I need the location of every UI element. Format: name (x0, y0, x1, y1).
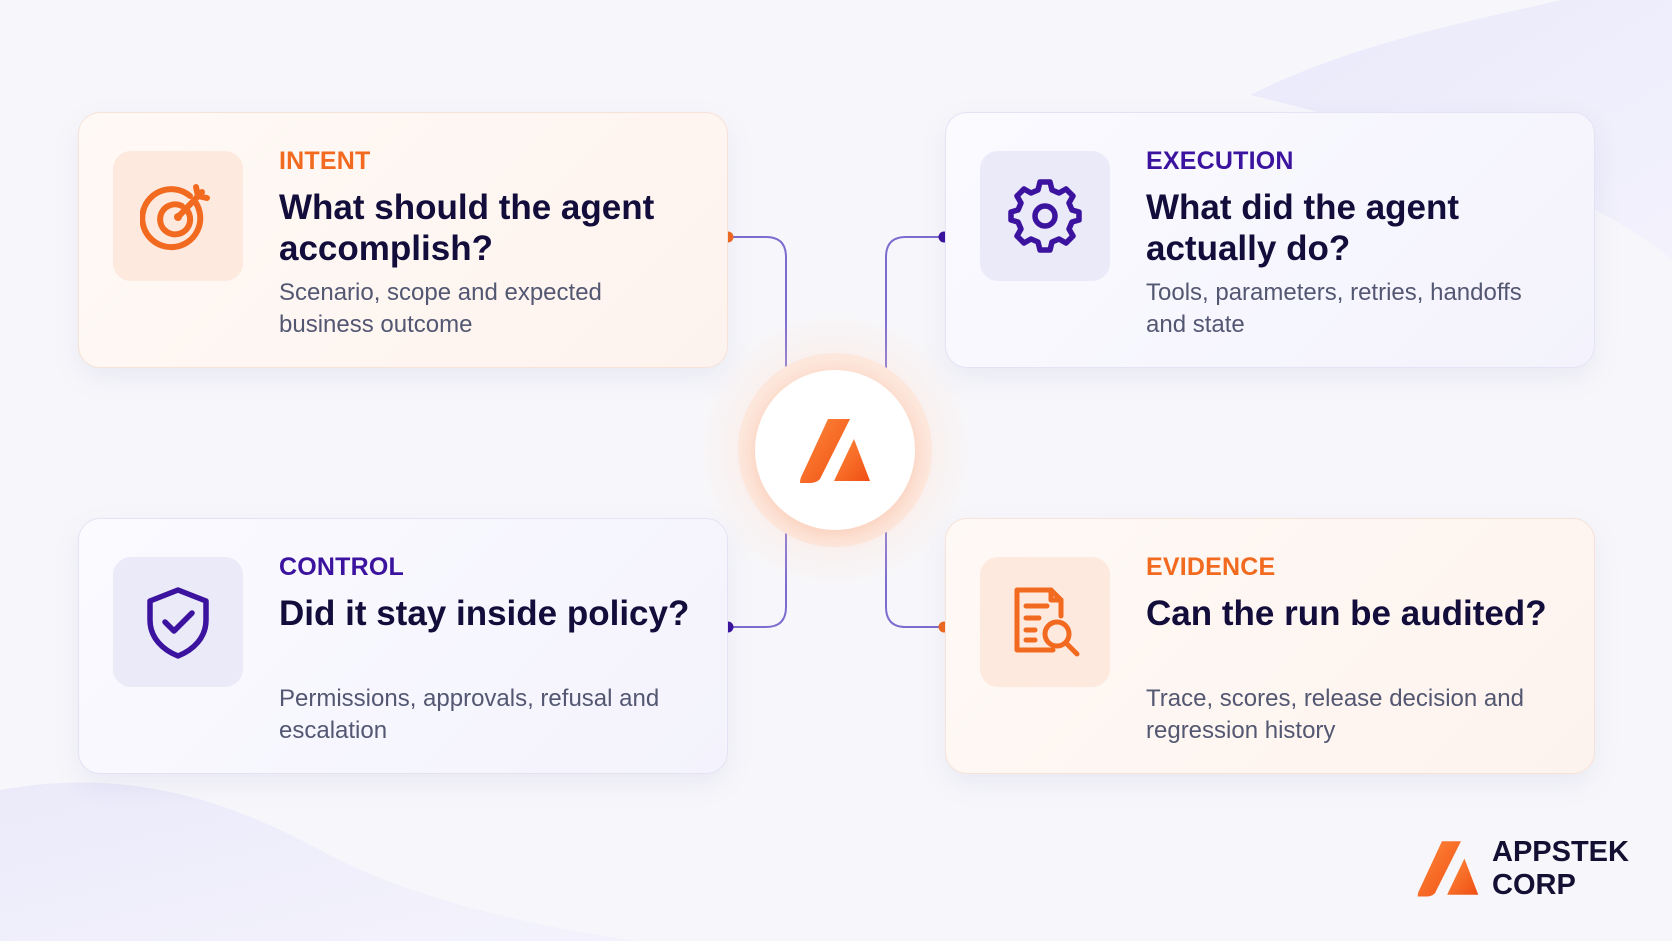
brand-name: APPSTEK CORP (1492, 836, 1629, 901)
evidence-icon-box (980, 557, 1110, 687)
card-intent: INTENT What should the agent accomplish?… (78, 112, 728, 368)
card-control: CONTROL Did it stay inside policy? Permi… (78, 518, 728, 774)
control-icon-box (113, 557, 243, 687)
document-search-icon (1014, 587, 1080, 657)
execution-icon-box (980, 151, 1110, 281)
card-evidence: EVIDENCE Can the run be audited? Trace, … (945, 518, 1595, 774)
card-tag: CONTROL (279, 553, 404, 581)
brand-logo-icon (800, 419, 870, 483)
intent-icon-box (113, 151, 243, 281)
brand-logo-icon (1417, 841, 1479, 897)
connector-intent (728, 236, 787, 368)
card-tag: EXECUTION (1146, 147, 1294, 175)
shield-check-icon (147, 587, 209, 659)
card-description: Trace, scores, release decision and regr… (1146, 685, 1524, 744)
card-tag: EVIDENCE (1146, 553, 1276, 581)
card-title: Did it stay inside policy? (279, 594, 690, 633)
card-title: Can the run be audited? (1146, 594, 1547, 633)
card-description: Permissions, approvals, refusal and esca… (279, 685, 660, 744)
connector-execution (885, 236, 944, 368)
card-title: What should the agent accomplish? (279, 188, 655, 268)
target-icon (140, 184, 210, 251)
gear-icon (1008, 179, 1082, 253)
connector-evidence (885, 528, 944, 628)
card-description: Scenario, scope and expected business ou… (279, 279, 602, 338)
card-execution: EXECUTION What did the agent actually do… (945, 112, 1595, 368)
card-title: What did the agent actually do? (1146, 188, 1460, 268)
brand-lockup: APPSTEK CORP (1416, 836, 1636, 902)
central-hub (755, 370, 915, 530)
connector-control (728, 528, 787, 628)
card-tag: INTENT (279, 147, 371, 175)
card-description: Tools, parameters, retries, handoffs and… (1146, 279, 1522, 338)
